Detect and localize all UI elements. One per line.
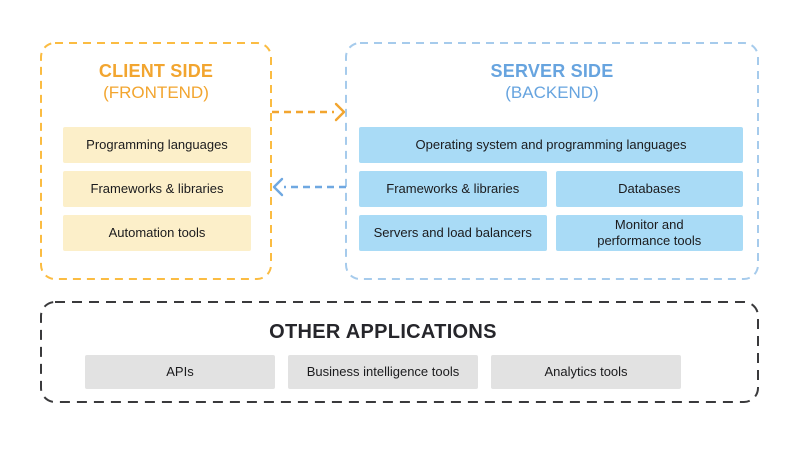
server-box-os-programming-languages: Operating system and programming languag…: [359, 127, 743, 163]
server-box-frameworks-libraries: Frameworks & libraries: [359, 171, 547, 207]
other-applications-title: OTHER APPLICATIONS: [269, 321, 497, 343]
server-box-servers-load-balancers: Servers and load balancers: [359, 215, 547, 251]
client-to-server-arrow-icon: [272, 102, 346, 122]
client-panel-header: CLIENT SIDE (FRONTEND): [41, 60, 271, 104]
client-panel-subtitle: (FRONTEND): [103, 83, 209, 102]
server-to-client-arrow-icon: [272, 177, 346, 197]
client-box-frameworks-libraries: Frameworks & libraries: [63, 171, 251, 207]
server-box-monitor-performance-tools: Monitor and performance tools: [555, 215, 743, 251]
client-panel-border: [40, 42, 272, 280]
other-applications-panel-border: [40, 301, 759, 403]
server-panel-header: SERVER SIDE (BACKEND): [345, 60, 759, 104]
other-applications-boxes: APIs Business intelligence tools Analyti…: [85, 355, 681, 389]
server-box-databases: Databases: [555, 171, 743, 207]
other-box-business-intelligence-tools: Business intelligence tools: [288, 355, 478, 389]
other-box-analytics-tools: Analytics tools: [491, 355, 681, 389]
server-box-monitor-performance-tools-label: Monitor and performance tools: [597, 217, 702, 248]
server-panel-subtitle: (BACKEND): [505, 83, 599, 102]
server-panel-border: [345, 42, 759, 280]
other-box-apis: APIs: [85, 355, 275, 389]
client-panel-title: CLIENT SIDE: [98, 61, 214, 81]
client-box-automation-tools: Automation tools: [63, 215, 251, 251]
client-box-programming-languages: Programming languages: [63, 127, 251, 163]
client-panel-boxes: Programming languages Frameworks & libra…: [63, 127, 251, 251]
server-panel-title: SERVER SIDE: [490, 61, 614, 81]
server-panel-boxes: Operating system and programming languag…: [359, 127, 743, 251]
